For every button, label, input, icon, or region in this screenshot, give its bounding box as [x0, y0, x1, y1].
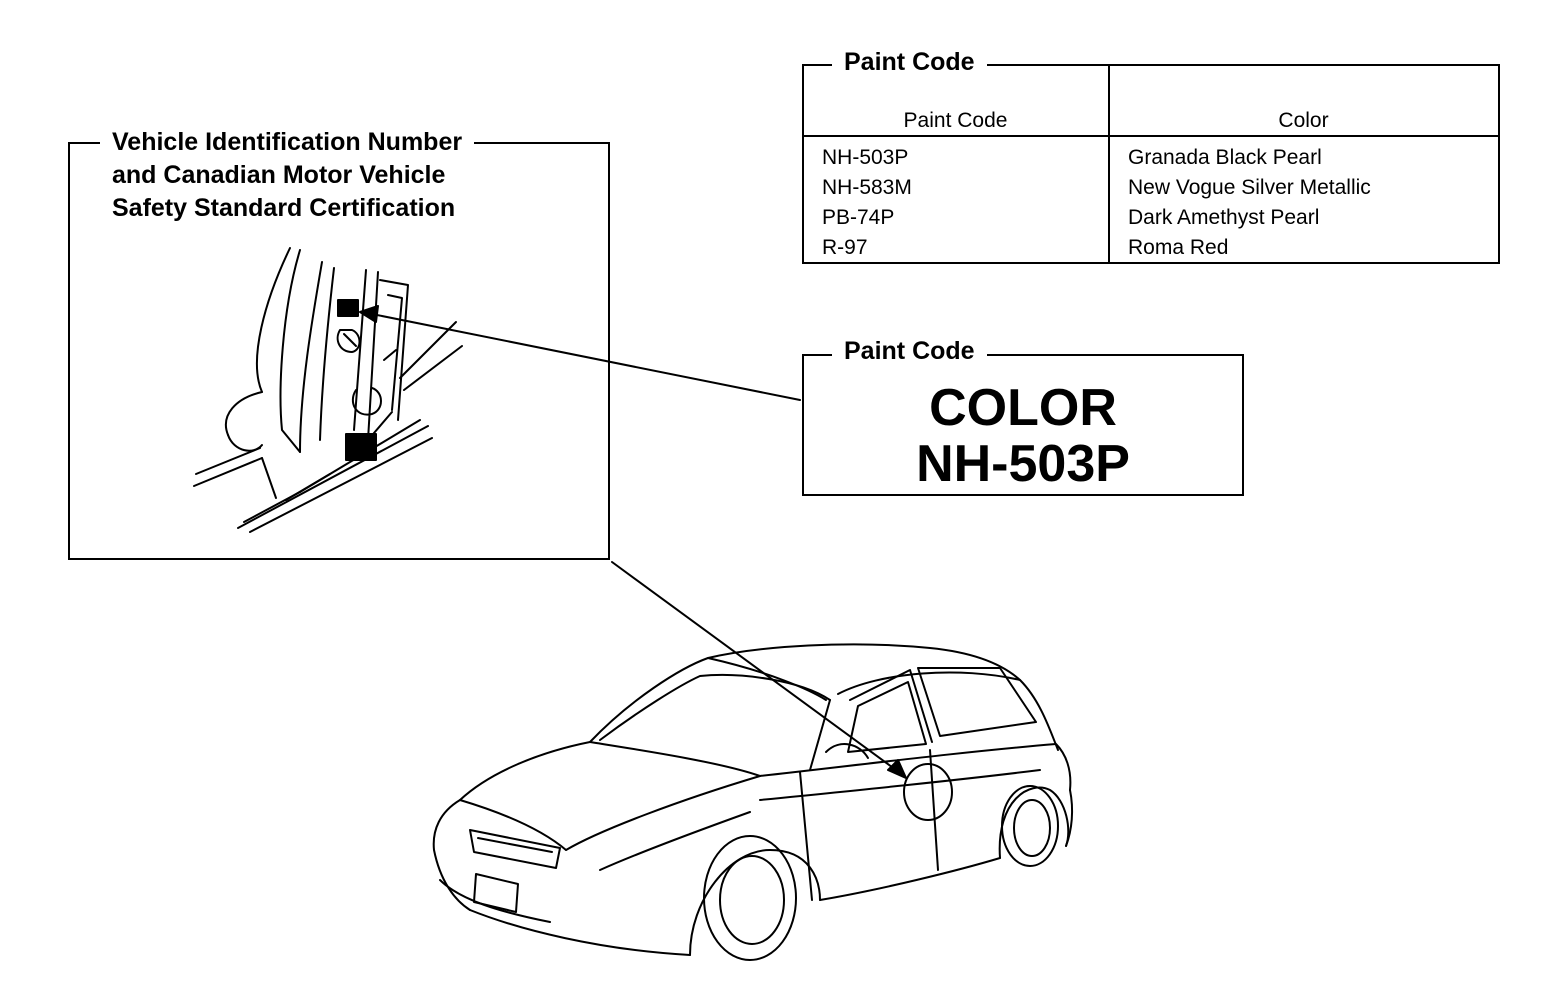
color-name-cell: Granada Black Pearl: [1128, 146, 1322, 169]
table-row: NH-503P Granada Black Pearl: [804, 136, 1498, 173]
table-row: R-97 Roma Red: [804, 233, 1498, 263]
paint-code-table: Paint Code Color NH-503P Granada Black P…: [804, 66, 1498, 263]
vin-title-line-2: and Canadian Motor Vehicle: [112, 161, 446, 189]
door-jamb-illustration: [193, 247, 463, 533]
arrowhead-paint-code: [359, 305, 379, 323]
paint-label-title: Paint Code: [832, 334, 987, 368]
vin-label-mark: [337, 299, 359, 317]
paint-code-cell: PB-74P: [804, 203, 1110, 233]
paint-label-line-2: NH-503P: [916, 435, 1130, 493]
paint-label-frame: [802, 354, 1244, 496]
table-header-row: Paint Code Color: [804, 66, 1498, 137]
paint-table-title: Paint Code: [832, 45, 987, 79]
header-color: Color: [1109, 66, 1498, 137]
table-row: NH-583M New Vogue Silver Metallic: [804, 173, 1498, 203]
vin-title-line-1: Vehicle Identification Number: [112, 128, 463, 156]
paint-code-cell: NH-503P: [804, 136, 1110, 173]
leader-line-vehicle: [611, 561, 897, 771]
leader-line-paint-code: [371, 313, 801, 401]
color-name-cell: New Vogue Silver Metallic: [1128, 176, 1371, 199]
cert-label-mark: [345, 433, 377, 461]
vin-section-title: Vehicle Identification Number and Canadi…: [100, 126, 475, 225]
paint-code-table-frame: Paint Code Color NH-503P Granada Black P…: [802, 64, 1500, 264]
arrowhead-vehicle: [887, 759, 907, 779]
vin-title-line-3: Safety Standard Certification: [112, 194, 456, 222]
paint-code-cell: NH-583M: [804, 173, 1110, 203]
car-illustration: [432, 643, 1074, 961]
table-row: PB-74P Dark Amethyst Pearl: [804, 203, 1498, 233]
paint-code-cell: R-97: [804, 233, 1110, 263]
color-name-cell: Dark Amethyst Pearl: [1128, 206, 1320, 229]
paint-label-line-1: COLOR: [929, 379, 1117, 437]
color-name-cell: Roma Red: [1128, 236, 1229, 259]
paint-label-content: COLOR NH-503P: [802, 380, 1244, 492]
